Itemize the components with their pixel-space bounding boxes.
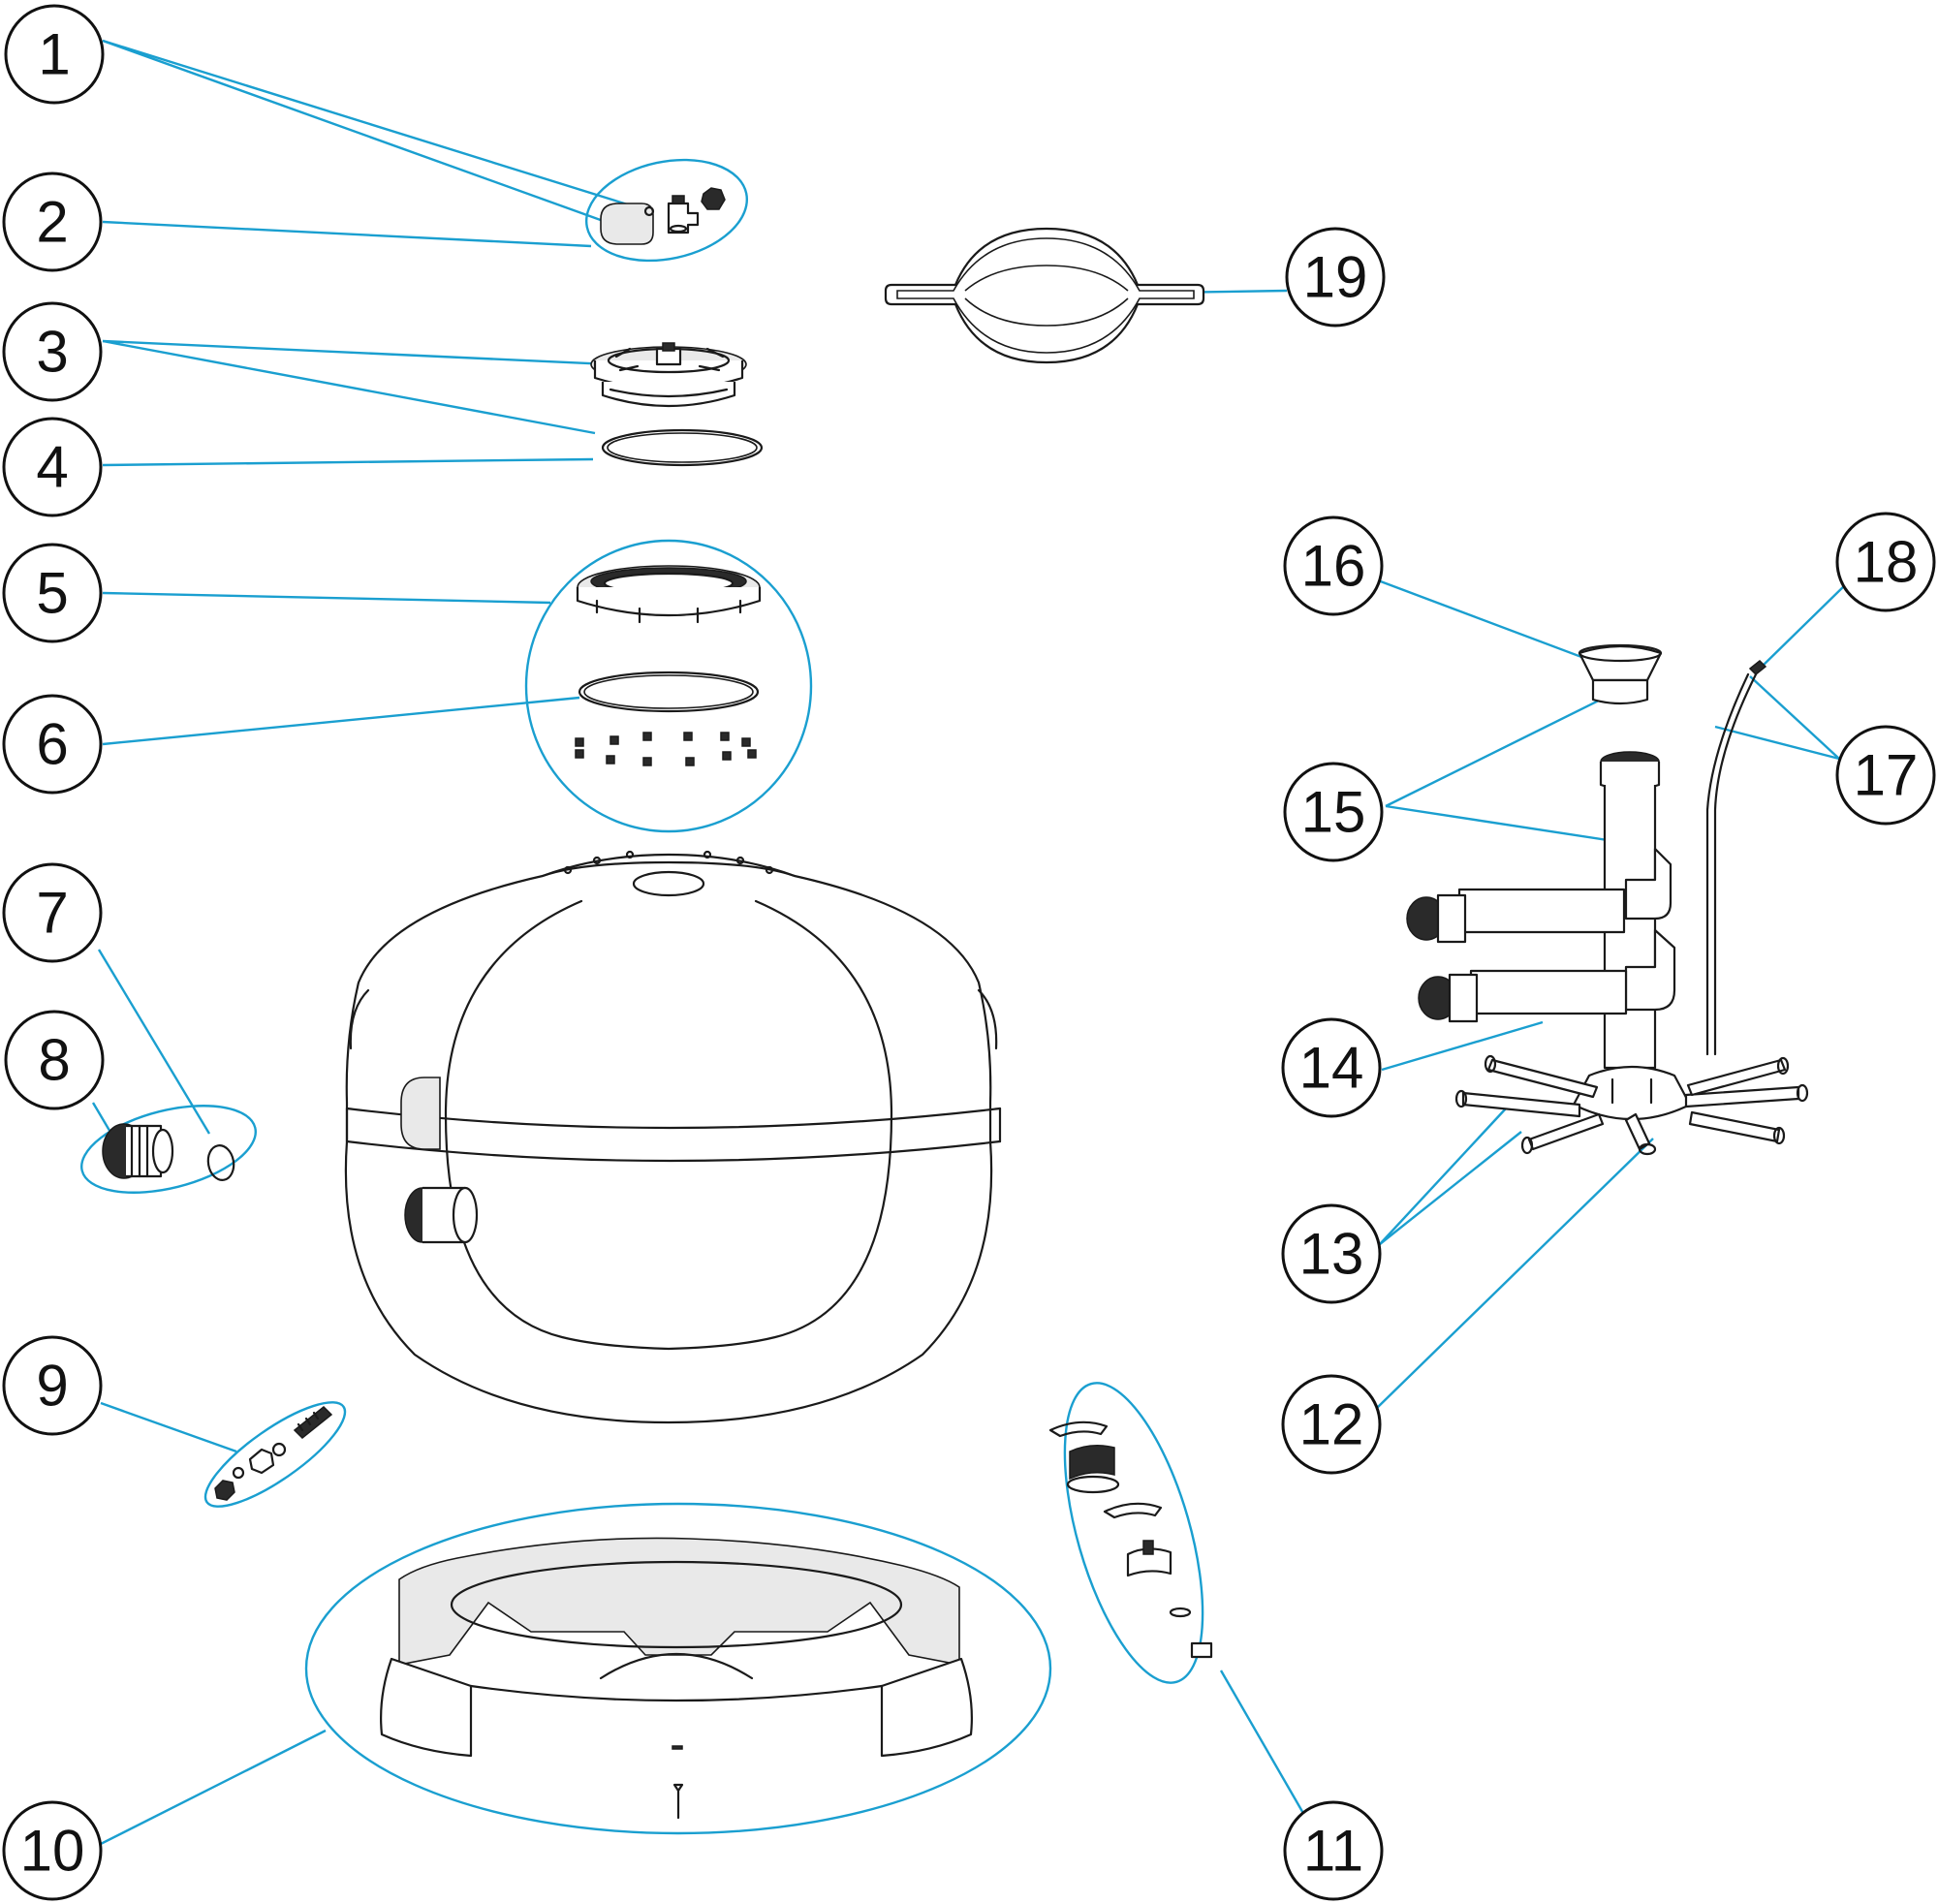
collector-assembly-parts <box>1406 643 1809 1156</box>
callout-8: 8 <box>4 1010 105 1110</box>
callout-2: 2 <box>2 172 103 272</box>
callout-6: 6 <box>2 694 103 795</box>
leader-lines <box>91 39 1848 1848</box>
callout-1-number: 1 <box>38 22 70 87</box>
drain-plug-parts <box>214 1405 333 1501</box>
callout-15-number: 15 <box>1301 780 1366 845</box>
valve-cap-part <box>600 203 654 245</box>
callout-14-number: 14 <box>1299 1036 1364 1101</box>
callout-10-number: 10 <box>20 1819 85 1884</box>
leader-2 <box>102 220 592 248</box>
leader-15a <box>1385 694 1610 808</box>
group-ellipse-base <box>304 1502 1052 1835</box>
callout-5: 5 <box>2 543 103 643</box>
leader-15b <box>1385 804 1621 844</box>
air-relief-tube-part <box>1713 672 1758 1056</box>
leader-6 <box>102 696 580 746</box>
callout-12: 12 <box>1281 1374 1382 1475</box>
diffuser-funnel-part <box>1578 644 1663 682</box>
callout-9: 9 <box>2 1335 103 1436</box>
leader-18 <box>1759 582 1848 670</box>
callout-3: 3 <box>2 301 103 402</box>
lid-o-ring-part <box>601 428 764 467</box>
leader-17b <box>1749 675 1840 760</box>
group-ellipse-drain-plug <box>203 1401 347 1508</box>
callout-3-number: 3 <box>36 320 68 385</box>
callout-18: 18 <box>1835 512 1936 612</box>
leader-14 <box>1381 1020 1544 1072</box>
callout-5-number: 5 <box>36 561 68 626</box>
callout-7: 7 <box>2 862 103 963</box>
leader-7 <box>97 949 211 1135</box>
callout-18-number: 18 <box>1854 530 1919 595</box>
union-o-ring-part <box>206 1144 235 1181</box>
tank-base-part <box>380 1537 973 1820</box>
callout-16-number: 16 <box>1301 534 1366 599</box>
callout-12-number: 12 <box>1299 1392 1364 1457</box>
leader-3a <box>102 339 652 368</box>
callout-15: 15 <box>1283 762 1384 862</box>
callout-11-number: 11 <box>1303 1819 1363 1884</box>
callout-10: 10 <box>2 1800 103 1901</box>
callout-8-number: 8 <box>38 1028 70 1093</box>
callout-17-number: 17 <box>1854 743 1919 808</box>
flange-ring-part <box>576 565 762 624</box>
callout-17: 17 <box>1835 725 1936 826</box>
callout-14: 14 <box>1281 1017 1382 1118</box>
laterals-part <box>1461 1058 1800 1151</box>
leader-9 <box>100 1401 237 1453</box>
group-ellipse-union <box>80 1105 257 1194</box>
leader-13a <box>1379 1108 1507 1245</box>
lid-key-part <box>884 227 1205 364</box>
callout-4: 4 <box>2 417 103 517</box>
callout-2-number: 2 <box>36 190 68 255</box>
group-ellipse-drain-valve <box>584 158 749 263</box>
leader-16 <box>1369 576 1613 671</box>
callout-19-number: 19 <box>1303 245 1368 310</box>
callouts: 1 2 3 4 5 6 7 8 <box>2 4 1936 1901</box>
leader-3b <box>102 339 596 435</box>
leader-1b <box>102 39 610 225</box>
callout-11: 11 <box>1283 1800 1384 1901</box>
callout-7-number: 7 <box>36 881 68 946</box>
side-fitting-parts <box>1048 1420 1213 1659</box>
callout-13-number: 13 <box>1299 1222 1364 1287</box>
callout-16: 16 <box>1283 515 1384 616</box>
callout-13: 13 <box>1281 1203 1382 1304</box>
callout-4-number: 4 <box>36 435 68 500</box>
drain-valve-parts <box>600 187 726 245</box>
leader-11 <box>1219 1670 1310 1823</box>
group-ellipse-side-fitting <box>1063 1382 1204 1684</box>
callout-1: 1 <box>4 4 105 105</box>
union-fitting-part <box>102 1123 174 1179</box>
flange-o-ring-and-nuts-part <box>575 671 760 766</box>
group-ellipses <box>80 158 1204 1835</box>
callout-9-number: 9 <box>36 1354 68 1419</box>
leader-10 <box>96 1729 327 1848</box>
leader-1a <box>102 39 650 213</box>
lid-assembly-part <box>590 342 747 408</box>
callout-19: 19 <box>1285 227 1386 328</box>
leader-5 <box>102 591 551 605</box>
leader-17a <box>1714 725 1840 761</box>
leader-4 <box>102 457 594 467</box>
filter-tank-body <box>344 850 1002 1424</box>
callout-6-number: 6 <box>36 712 68 777</box>
leader-13b <box>1379 1131 1522 1245</box>
leader-12 <box>1375 1138 1654 1410</box>
group-ellipse-flange <box>524 539 813 833</box>
